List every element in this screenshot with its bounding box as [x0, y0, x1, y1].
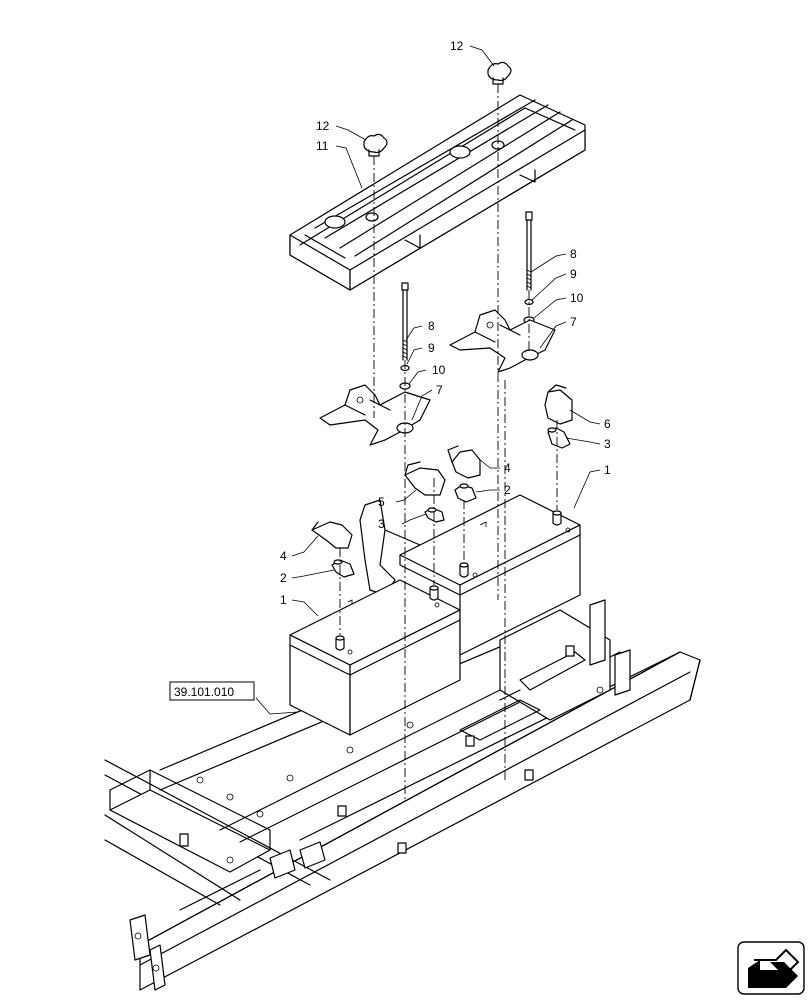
callout-6: 6: [604, 417, 611, 431]
battery-left: [289, 579, 461, 736]
terminal-clamp-3-mid: [424, 507, 445, 523]
callout-12-lower: 12: [316, 119, 330, 133]
bolt-left: [401, 282, 409, 361]
knob-upper: [487, 61, 512, 85]
terminal-cover-4-lower: [311, 521, 353, 549]
callout-12-upper: 12: [450, 39, 464, 53]
callout-10-right: 10: [570, 291, 584, 305]
callout-7-right: 7: [570, 315, 577, 329]
reference-box[interactable]: [169, 681, 255, 701]
callout-7-left: 7: [436, 383, 443, 397]
assembly-center-lines: [339, 84, 558, 800]
battery-support-bracket: [359, 499, 421, 596]
terminal-cover-6: [544, 384, 573, 425]
callout-3-mid: 3: [378, 517, 385, 531]
callout-4-lower: 4: [280, 549, 287, 563]
terminal-cover-4-upper: [447, 445, 481, 479]
battery-cover: [289, 94, 586, 291]
clamp-right: [449, 309, 556, 373]
terminal-clamp-2-upper: [454, 483, 477, 503]
callout-8-left: 8: [428, 319, 435, 333]
clamp-left: [319, 384, 431, 446]
callout-9-left: 9: [428, 341, 435, 355]
reference-link[interactable]: 39.101.010: [169, 681, 255, 701]
callout-labels: 12 12 11 8 9 10 7 8 9 10 7 6 3 4 5 2 3 1…: [280, 39, 611, 607]
bolt-right: [525, 211, 533, 291]
leader-lines: [255, 45, 601, 715]
arrow-icon[interactable]: [737, 941, 805, 995]
battery-right: [399, 494, 581, 656]
callout-4-upper: 4: [504, 461, 511, 475]
callout-11: 11: [316, 139, 329, 153]
callout-1-right: 1: [604, 463, 611, 477]
terminal-clamp-2-lower: [331, 559, 355, 578]
terminal-clamp-3-right: [547, 427, 571, 449]
callout-2-upper: 2: [504, 483, 511, 497]
callout-8-right: 8: [570, 247, 577, 261]
callout-9-right: 9: [570, 267, 577, 281]
callout-1-left: 1: [280, 593, 287, 607]
knob-lower: [363, 133, 388, 157]
callout-3-right: 3: [604, 437, 611, 451]
reference-label[interactable]: 39.101.010: [174, 685, 234, 699]
callout-2-lower: 2: [280, 571, 287, 585]
callout-5: 5: [378, 495, 385, 509]
callout-10-left: 10: [432, 363, 446, 377]
terminal-cover-5: [404, 461, 446, 496]
